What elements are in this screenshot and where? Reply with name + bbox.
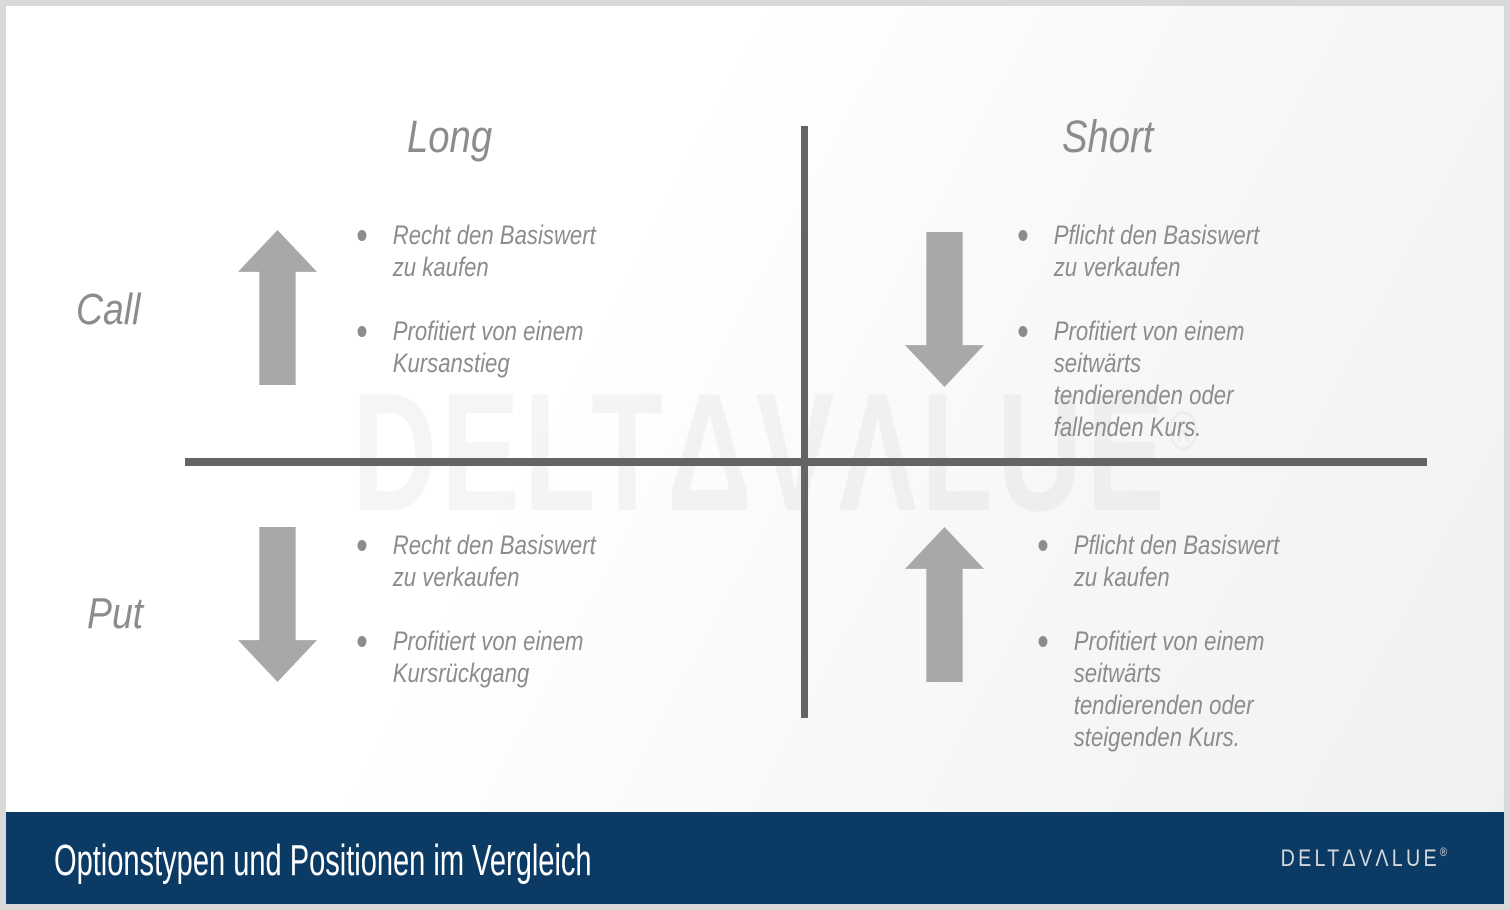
column-header-short: Short [1062,111,1154,162]
page-title: Optionstypen und Positionen im Vergleich [54,835,592,885]
row-header-put: Put [87,589,144,638]
list-item: Recht den Basiswert zu verkaufen [355,529,601,593]
call-long-bullet-list: Recht den Basiswert zu kaufen Profitiert… [355,219,601,411]
list-item: Profitiert von einem Kursrückgang [355,625,601,689]
list-item: Recht den Basiswert zu kaufen [355,219,601,283]
list-item: Profitiert von einem seitwärts tendieren… [1016,315,1272,443]
call-short-bullet-list: Pflicht den Basiswert zu verkaufen Profi… [1016,219,1272,475]
registered-mark: ® [1439,844,1447,859]
arrow-down-icon [238,527,317,682]
column-header-long: Long [407,111,493,162]
arrow-up-icon [905,527,984,682]
list-item: Pflicht den Basiswert zu verkaufen [1016,219,1272,283]
registered-mark: ® [1168,399,1198,462]
row-header-call: Call [76,285,141,334]
background-watermark: DELTΔVΛLUE® [352,358,1198,546]
arrow-up-icon [238,230,317,385]
put-long-bullet-list: Recht den Basiswert zu verkaufen Profiti… [355,529,601,721]
delta-triangle-icon: Δ [1342,844,1359,872]
list-item: Pflicht den Basiswert zu kaufen [1036,529,1292,593]
vertical-divider-line [801,126,808,718]
list-item: Profitiert von einem seitwärts tendieren… [1036,625,1292,753]
deltavalue-logo: DELTΔVΛLUE® [1280,844,1447,872]
put-short-bullet-list: Pflicht den Basiswert zu kaufen Profitie… [1036,529,1292,785]
footer-bar: Optionstypen und Positionen im Vergleich… [6,812,1504,905]
list-item: Profitiert von einem Kursanstieg [355,315,601,379]
